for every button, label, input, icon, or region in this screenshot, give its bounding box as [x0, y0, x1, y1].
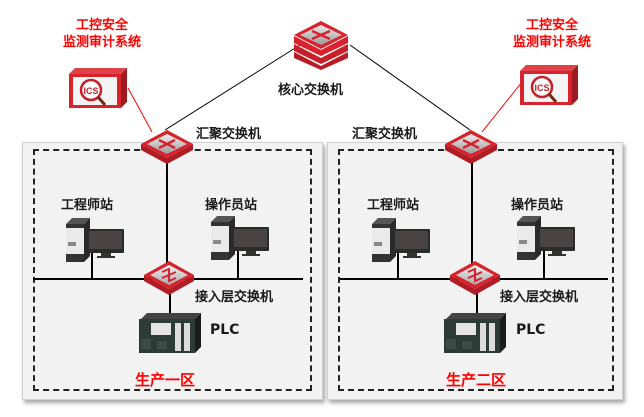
- core-switch-label: 核心交换机: [278, 83, 344, 98]
- zone-2-name: 生产二区: [446, 371, 507, 389]
- audit-system-1-icon[interactable]: ICS: [67, 66, 129, 116]
- access-switch-2-icon[interactable]: [448, 260, 502, 296]
- operator-station-2-label: 操作员站: [511, 198, 564, 213]
- operator-station-1-label: 操作员站: [205, 198, 258, 213]
- audit-system-1-label-line1: 工控安全: [75, 18, 128, 33]
- engineer-station-1-label: 工程师站: [61, 198, 114, 213]
- link-core-agg1: [164, 44, 301, 131]
- link-audit2-agg2: [481, 81, 523, 133]
- plc-2-label: PLC: [516, 322, 546, 338]
- aggregation-switch-2-icon[interactable]: [443, 128, 499, 164]
- aggregation-switch-1-icon[interactable]: [139, 128, 195, 164]
- plc-1-label: PLC: [210, 322, 240, 338]
- access-switch-2-label: 接入层交换机: [500, 290, 579, 305]
- link-core-agg2: [349, 44, 471, 131]
- engineer-station-2-icon[interactable]: [370, 216, 432, 262]
- engineer-station-1-icon[interactable]: [64, 216, 126, 262]
- operator-station-1-icon[interactable]: [209, 214, 271, 260]
- plc-1-icon[interactable]: [137, 313, 201, 353]
- engineer-station-2-label: 工程师站: [367, 198, 420, 213]
- zone-1-name: 生产一区: [135, 371, 196, 389]
- audit-system-1-badge: ICS: [83, 86, 98, 96]
- aggregation-switch-2-label: 汇聚交换机: [352, 127, 418, 142]
- link-audit1-agg1: [127, 87, 153, 133]
- plc-2-icon[interactable]: [442, 313, 506, 353]
- audit-system-2-label-line1: 工控安全: [525, 18, 578, 33]
- audit-system-1-label-line2: 监测审计系统: [62, 35, 141, 50]
- audit-system-2-label-line2: 监测审计系统: [512, 35, 591, 50]
- audit-system-2-label: 工控安全 监测审计系统: [507, 17, 597, 51]
- aggregation-switch-1-label: 汇聚交换机: [196, 127, 262, 142]
- audit-system-2-badge: ICS: [534, 83, 549, 93]
- operator-station-2-icon[interactable]: [515, 214, 577, 260]
- access-switch-1-label: 接入层交换机: [195, 290, 274, 305]
- audit-system-2-icon[interactable]: ICS: [518, 63, 580, 113]
- access-switch-1-icon[interactable]: [142, 260, 196, 296]
- audit-system-1-label: 工控安全 监测审计系统: [57, 17, 147, 51]
- core-switch-icon[interactable]: [290, 18, 352, 70]
